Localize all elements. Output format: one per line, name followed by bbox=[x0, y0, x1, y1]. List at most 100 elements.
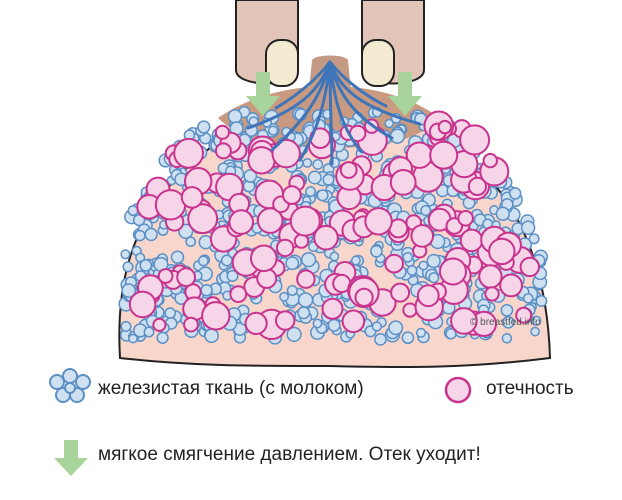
edema-circle bbox=[445, 217, 464, 235]
edema-circle bbox=[271, 138, 301, 169]
gland-lobule bbox=[350, 255, 361, 266]
edema-circle bbox=[180, 186, 204, 209]
legend-label-edema: отечность bbox=[486, 378, 574, 399]
gland-lobule bbox=[144, 227, 158, 242]
gland-lobule bbox=[370, 244, 383, 258]
edema-circle bbox=[154, 189, 187, 221]
copyright-text: © breastfed.info bbox=[470, 317, 541, 328]
gland-lobule bbox=[531, 315, 542, 326]
down-arrow-icon bbox=[388, 72, 422, 116]
gland-lobule bbox=[508, 187, 522, 200]
gland-lobule bbox=[495, 206, 510, 221]
gland-lobule bbox=[227, 109, 243, 124]
edema-circle bbox=[183, 316, 199, 333]
gland-lobule bbox=[312, 318, 323, 329]
edema-circle bbox=[437, 119, 453, 135]
edema-circle bbox=[354, 287, 374, 307]
edema-circle bbox=[229, 285, 248, 304]
gland-lobule bbox=[530, 326, 540, 337]
gland-lobule bbox=[307, 170, 322, 185]
gland-lobule bbox=[528, 233, 540, 245]
gland-lobule bbox=[204, 328, 219, 344]
edema-circle bbox=[247, 146, 276, 175]
edema-circle bbox=[275, 238, 295, 258]
edema-circle bbox=[364, 207, 393, 236]
gland-lobule bbox=[312, 158, 324, 170]
edema-circle bbox=[289, 205, 321, 237]
gland-lobule bbox=[286, 284, 298, 297]
gland-lobule bbox=[302, 157, 313, 168]
edema-circle bbox=[282, 185, 302, 206]
edema-circle bbox=[459, 228, 484, 253]
gland-lobule bbox=[226, 269, 239, 282]
gland-lobule bbox=[267, 125, 279, 136]
gland-lobule bbox=[197, 120, 211, 134]
gland-lobule bbox=[185, 236, 197, 248]
legend-item-glandular: железистая ткань (с молоком) bbox=[98, 378, 364, 400]
edema-circle bbox=[389, 169, 417, 196]
gland-lobule bbox=[139, 259, 153, 272]
gland-lobule bbox=[415, 327, 427, 338]
edema-circle bbox=[450, 307, 478, 335]
edema-circle bbox=[390, 282, 411, 303]
gland-lobule bbox=[388, 320, 404, 336]
gland-lobule bbox=[164, 307, 177, 319]
legend-item-pressure: мягкое смягчение давлением. Отек уходит! bbox=[98, 444, 481, 466]
edema-circle bbox=[416, 284, 440, 308]
edema-circle bbox=[341, 309, 366, 334]
edema-circle bbox=[201, 301, 231, 331]
gland-lobule bbox=[121, 283, 137, 298]
edema-circle bbox=[484, 286, 500, 302]
gland-lobule bbox=[127, 205, 139, 217]
gland-lobule bbox=[426, 253, 441, 269]
edema-circle bbox=[410, 224, 435, 248]
gland-lobule bbox=[520, 220, 536, 236]
gland-lobule bbox=[134, 229, 146, 242]
gland-lobule bbox=[428, 272, 440, 284]
gland-lobule bbox=[220, 254, 233, 267]
edema-regions bbox=[128, 110, 540, 341]
gland-lobule bbox=[120, 249, 131, 260]
gland-lobule bbox=[522, 292, 534, 304]
edema-circle bbox=[457, 210, 474, 227]
gland-lobule bbox=[122, 261, 134, 273]
gland-lobule bbox=[279, 291, 290, 302]
gland-lobule bbox=[297, 306, 311, 320]
gland-lobule bbox=[500, 303, 514, 317]
finger-right bbox=[361, 0, 425, 87]
gland-lobule bbox=[535, 295, 548, 307]
edema-circle bbox=[128, 290, 157, 319]
edema-circle bbox=[321, 297, 344, 320]
gland-lobule bbox=[329, 251, 340, 262]
gland-lobule bbox=[374, 333, 387, 346]
gland-lobule bbox=[389, 128, 406, 144]
edema-circle bbox=[439, 257, 467, 286]
edema-circle bbox=[228, 209, 254, 235]
edema-circle bbox=[478, 264, 503, 289]
gland-lobule bbox=[322, 173, 335, 186]
edema-circle bbox=[152, 317, 167, 332]
gland-lobule bbox=[156, 331, 169, 344]
edema-circle bbox=[275, 310, 296, 331]
gland-lobule bbox=[406, 265, 418, 276]
gland-lobule bbox=[420, 205, 432, 217]
edema-circle bbox=[296, 269, 316, 289]
edema-circle bbox=[515, 306, 533, 324]
down-arrow-icon bbox=[54, 440, 88, 476]
edema-circle bbox=[249, 244, 278, 273]
edema-circle bbox=[488, 237, 516, 266]
gland-lobule bbox=[297, 292, 314, 308]
edema-circle bbox=[176, 267, 197, 288]
gland-lobule bbox=[418, 260, 429, 271]
gland-lobule bbox=[285, 256, 300, 271]
edema-circle bbox=[482, 152, 498, 169]
edema-circle bbox=[214, 142, 232, 160]
gland-lobule bbox=[120, 320, 132, 333]
edema-circle bbox=[173, 137, 205, 169]
gland-lobule bbox=[286, 326, 302, 343]
gland-lobule bbox=[401, 331, 415, 345]
gland-lobule bbox=[316, 189, 329, 202]
edema-circle bbox=[402, 302, 418, 318]
gland-lobule bbox=[384, 118, 394, 129]
